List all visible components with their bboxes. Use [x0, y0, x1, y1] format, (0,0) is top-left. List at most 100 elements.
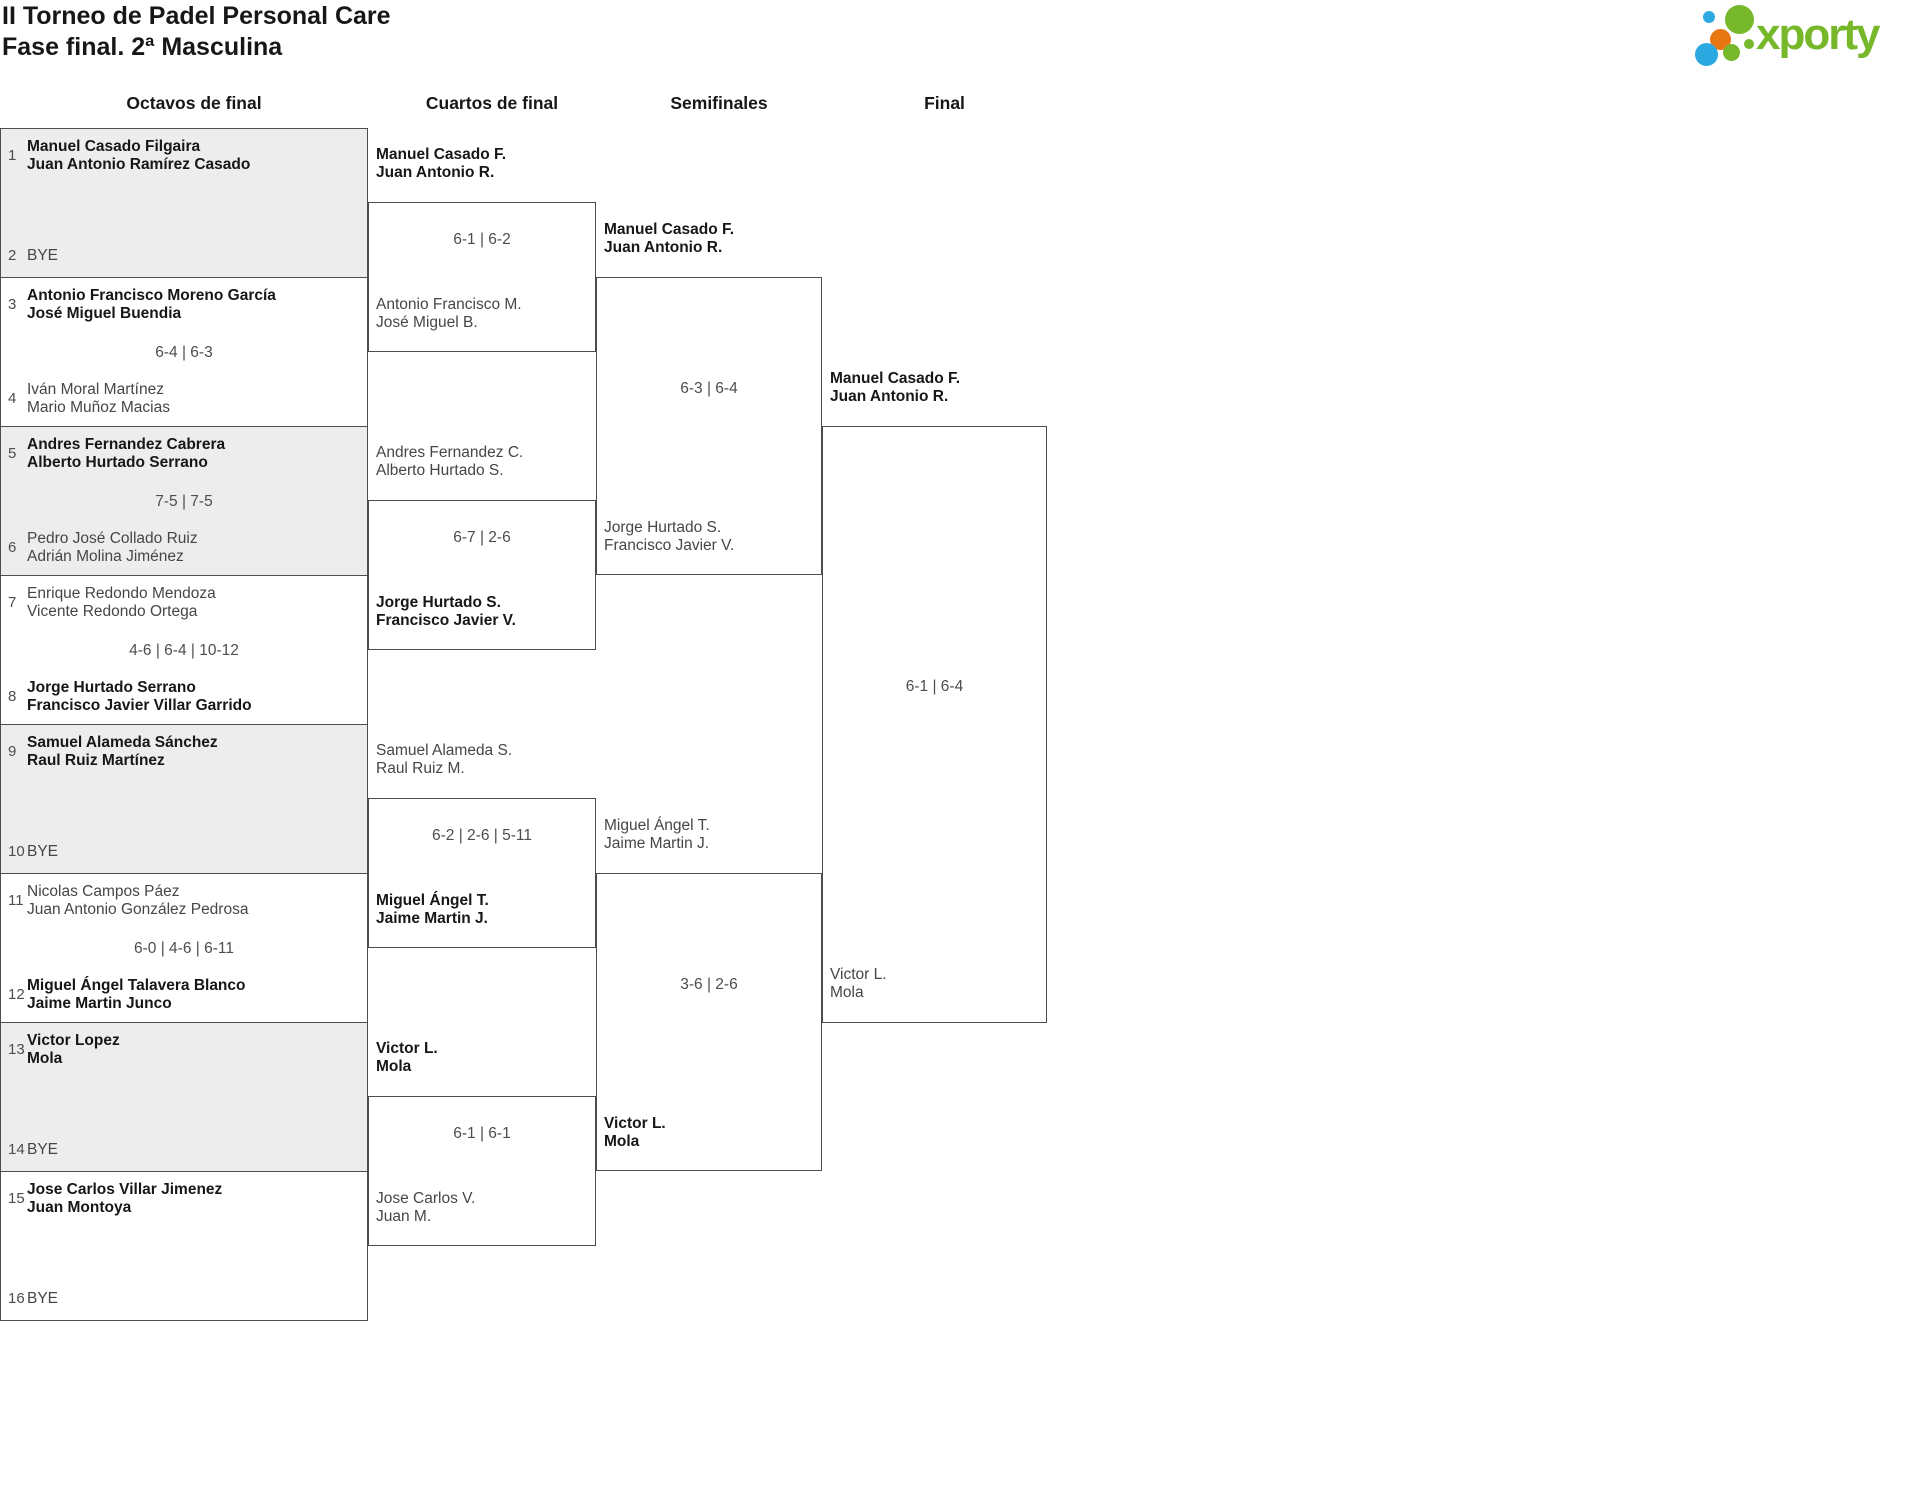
- qf4-team-a: Victor L. Mola: [376, 1040, 438, 1075]
- qf-match-2-box: [368, 500, 596, 650]
- final-team-a: Manuel Casado F. Juan Antonio R.: [830, 370, 960, 405]
- r16-match-3: 5 Andres Fernandez Cabrera Alberto Hurta…: [0, 426, 368, 575]
- sf2-team-a: Miguel Ángel T. Jaime Martin J.: [604, 817, 710, 852]
- seed-number: 9: [8, 743, 17, 760]
- player-name: Victor L.: [376, 1040, 438, 1057]
- player-name: Juan Antonio González Pedrosa: [27, 900, 249, 918]
- qf2-team-b: Jorge Hurtado S. Francisco Javier V.: [376, 594, 516, 629]
- qf2-team-a: Andres Fernandez C. Alberto Hurtado S.: [376, 444, 523, 479]
- seed-number: 4: [8, 390, 17, 407]
- player-name: Jorge Hurtado S.: [376, 594, 501, 611]
- round-header-octavos: Octavos de final: [126, 93, 262, 113]
- team-pair: Nicolas Campos Páez Juan Antonio Gonzále…: [27, 883, 248, 918]
- seed-number: 3: [8, 296, 17, 313]
- player-name: Vicente Redondo Ortega: [27, 602, 198, 620]
- logo-dot-icon: [1725, 5, 1754, 34]
- round-header-semifinales: Semifinales: [670, 93, 768, 113]
- player-name: Jose Carlos V.: [376, 1190, 476, 1207]
- sf1-team-b: Jorge Hurtado S. Francisco Javier V.: [604, 519, 734, 554]
- sf2-team-b: Victor L. Mola: [604, 1115, 666, 1150]
- qf2-score: 6-7 | 2-6: [453, 529, 511, 546]
- team-pair: Enrique Redondo Mendoza Vicente Redondo …: [27, 585, 216, 620]
- player-name: BYE: [27, 1289, 59, 1307]
- seed-number: 6: [8, 539, 17, 556]
- player-name: Francisco Javier V.: [604, 536, 735, 554]
- player-name: Mola: [27, 1049, 63, 1067]
- player-name: José Miguel Buendia: [27, 304, 182, 322]
- final-score: 6-1 | 6-4: [905, 678, 964, 695]
- player-name: Manuel Casado Filgaira: [27, 138, 201, 155]
- round-header-final: Final: [924, 93, 965, 113]
- final-team-b: Victor L. Mola: [830, 966, 887, 1001]
- player-name: Juan Antonio R.: [604, 238, 723, 256]
- qf4-score: 6-1 | 6-1: [453, 1125, 511, 1142]
- player-name: Juan Antonio Ramírez Casado: [27, 155, 251, 173]
- player-name: Victor L.: [604, 1115, 666, 1132]
- player-name: Mola: [604, 1132, 640, 1150]
- player-name: Francisco Javier V.: [376, 611, 516, 629]
- team-pair: BYE: [27, 1290, 58, 1308]
- sf-match-2-box: [596, 873, 822, 1171]
- logo-dot-icon: [1703, 11, 1715, 23]
- r16-match-4: 7 Enrique Redondo Mendoza Vicente Redond…: [0, 575, 368, 724]
- player-name: Jaime Martin Junco: [27, 994, 172, 1012]
- player-name: Samuel Alameda S.: [376, 742, 513, 759]
- sf1-team-a: Manuel Casado F. Juan Antonio R.: [604, 221, 734, 256]
- player-name: Jaime Martin J.: [376, 909, 488, 927]
- player-name: Juan Montoya: [27, 1198, 132, 1216]
- team-pair: BYE: [27, 843, 58, 861]
- player-name: Jorge Hurtado S.: [604, 519, 722, 536]
- player-name: Raul Ruiz M.: [376, 759, 465, 777]
- player-name: Nicolas Campos Páez: [27, 883, 180, 900]
- match-score: 6-4 | 6-3: [155, 344, 213, 361]
- player-name: José Miguel B.: [376, 313, 478, 331]
- player-name: Andres Fernandez Cabrera: [27, 436, 226, 453]
- player-name: Miguel Ángel Talavera Blanco: [27, 977, 246, 994]
- seed-number: 8: [8, 688, 17, 705]
- player-name: Manuel Casado F.: [830, 370, 961, 387]
- seed-number: 2: [8, 246, 17, 264]
- qf-match-3-box: [368, 798, 596, 948]
- player-name: Victor Lopez: [27, 1032, 120, 1049]
- qf3-team-b: Miguel Ángel T. Jaime Martin J.: [376, 892, 489, 927]
- seed-number: 5: [8, 445, 17, 462]
- xporty-logo-text: xporty: [1756, 10, 1880, 59]
- player-name: Mola: [830, 983, 864, 1001]
- player-name: Miguel Ángel T.: [376, 892, 489, 909]
- team-pair: Pedro José Collado Ruiz Adrián Molina Ji…: [27, 530, 198, 565]
- team-pair: Victor Lopez Mola: [27, 1032, 120, 1067]
- match-score: 4-6 | 6-4 | 10-12: [129, 642, 239, 659]
- team-pair: Miguel Ángel Talavera Blanco Jaime Marti…: [27, 977, 246, 1012]
- player-name: Manuel Casado F.: [376, 146, 507, 163]
- team-pair: Jose Carlos Villar Jimenez Juan Montoya: [27, 1181, 222, 1216]
- team-pair: Iván Moral Martínez Mario Muñoz Macias: [27, 381, 170, 416]
- seed-number: 14: [8, 1140, 25, 1158]
- player-name: Miguel Ángel T.: [604, 817, 710, 834]
- player-name: Mario Muñoz Macias: [27, 398, 170, 416]
- player-name: Raul Ruiz Martínez: [27, 751, 165, 769]
- player-name: Jorge Hurtado Serrano: [27, 679, 196, 696]
- final-match-box: [822, 426, 1047, 1023]
- match-score: 7-5 | 7-5: [155, 493, 213, 510]
- page-title: II Torneo de Padel Personal Care: [2, 2, 391, 30]
- qf4-team-b: Jose Carlos V. Juan M.: [376, 1190, 475, 1225]
- team-pair: Manuel Casado Filgaira Juan Antonio Ramí…: [27, 138, 250, 173]
- match-score: 6-0 | 4-6 | 6-11: [134, 940, 234, 957]
- player-name: Jose Carlos Villar Jimenez: [27, 1181, 223, 1198]
- r16-match-5: 9 Samuel Alameda Sánchez Raul Ruiz Martí…: [0, 724, 368, 873]
- seed-number: 7: [8, 594, 17, 611]
- player-name: Iván Moral Martínez: [27, 381, 164, 398]
- qf3-team-a: Samuel Alameda S. Raul Ruiz M.: [376, 742, 512, 777]
- player-name: Pedro José Collado Ruiz: [27, 530, 198, 547]
- seed-number: 16: [8, 1289, 25, 1307]
- logo-dot-icon: [1723, 44, 1740, 61]
- page-subtitle: Fase final. 2ª Masculina: [2, 33, 283, 61]
- qf1-team-a: Manuel Casado F. Juan Antonio R.: [376, 146, 506, 181]
- qf-match-1-box: [368, 202, 596, 352]
- r16-match-2: 3 Antonio Francisco Moreno García José M…: [0, 277, 368, 426]
- r16-match-1: 1 Manuel Casado Filgaira Juan Antonio Ra…: [0, 128, 368, 277]
- player-name: BYE: [27, 1140, 59, 1158]
- player-name: Samuel Alameda Sánchez: [27, 734, 218, 751]
- r16-match-7: 13 Victor Lopez Mola 14 BYE: [0, 1022, 368, 1171]
